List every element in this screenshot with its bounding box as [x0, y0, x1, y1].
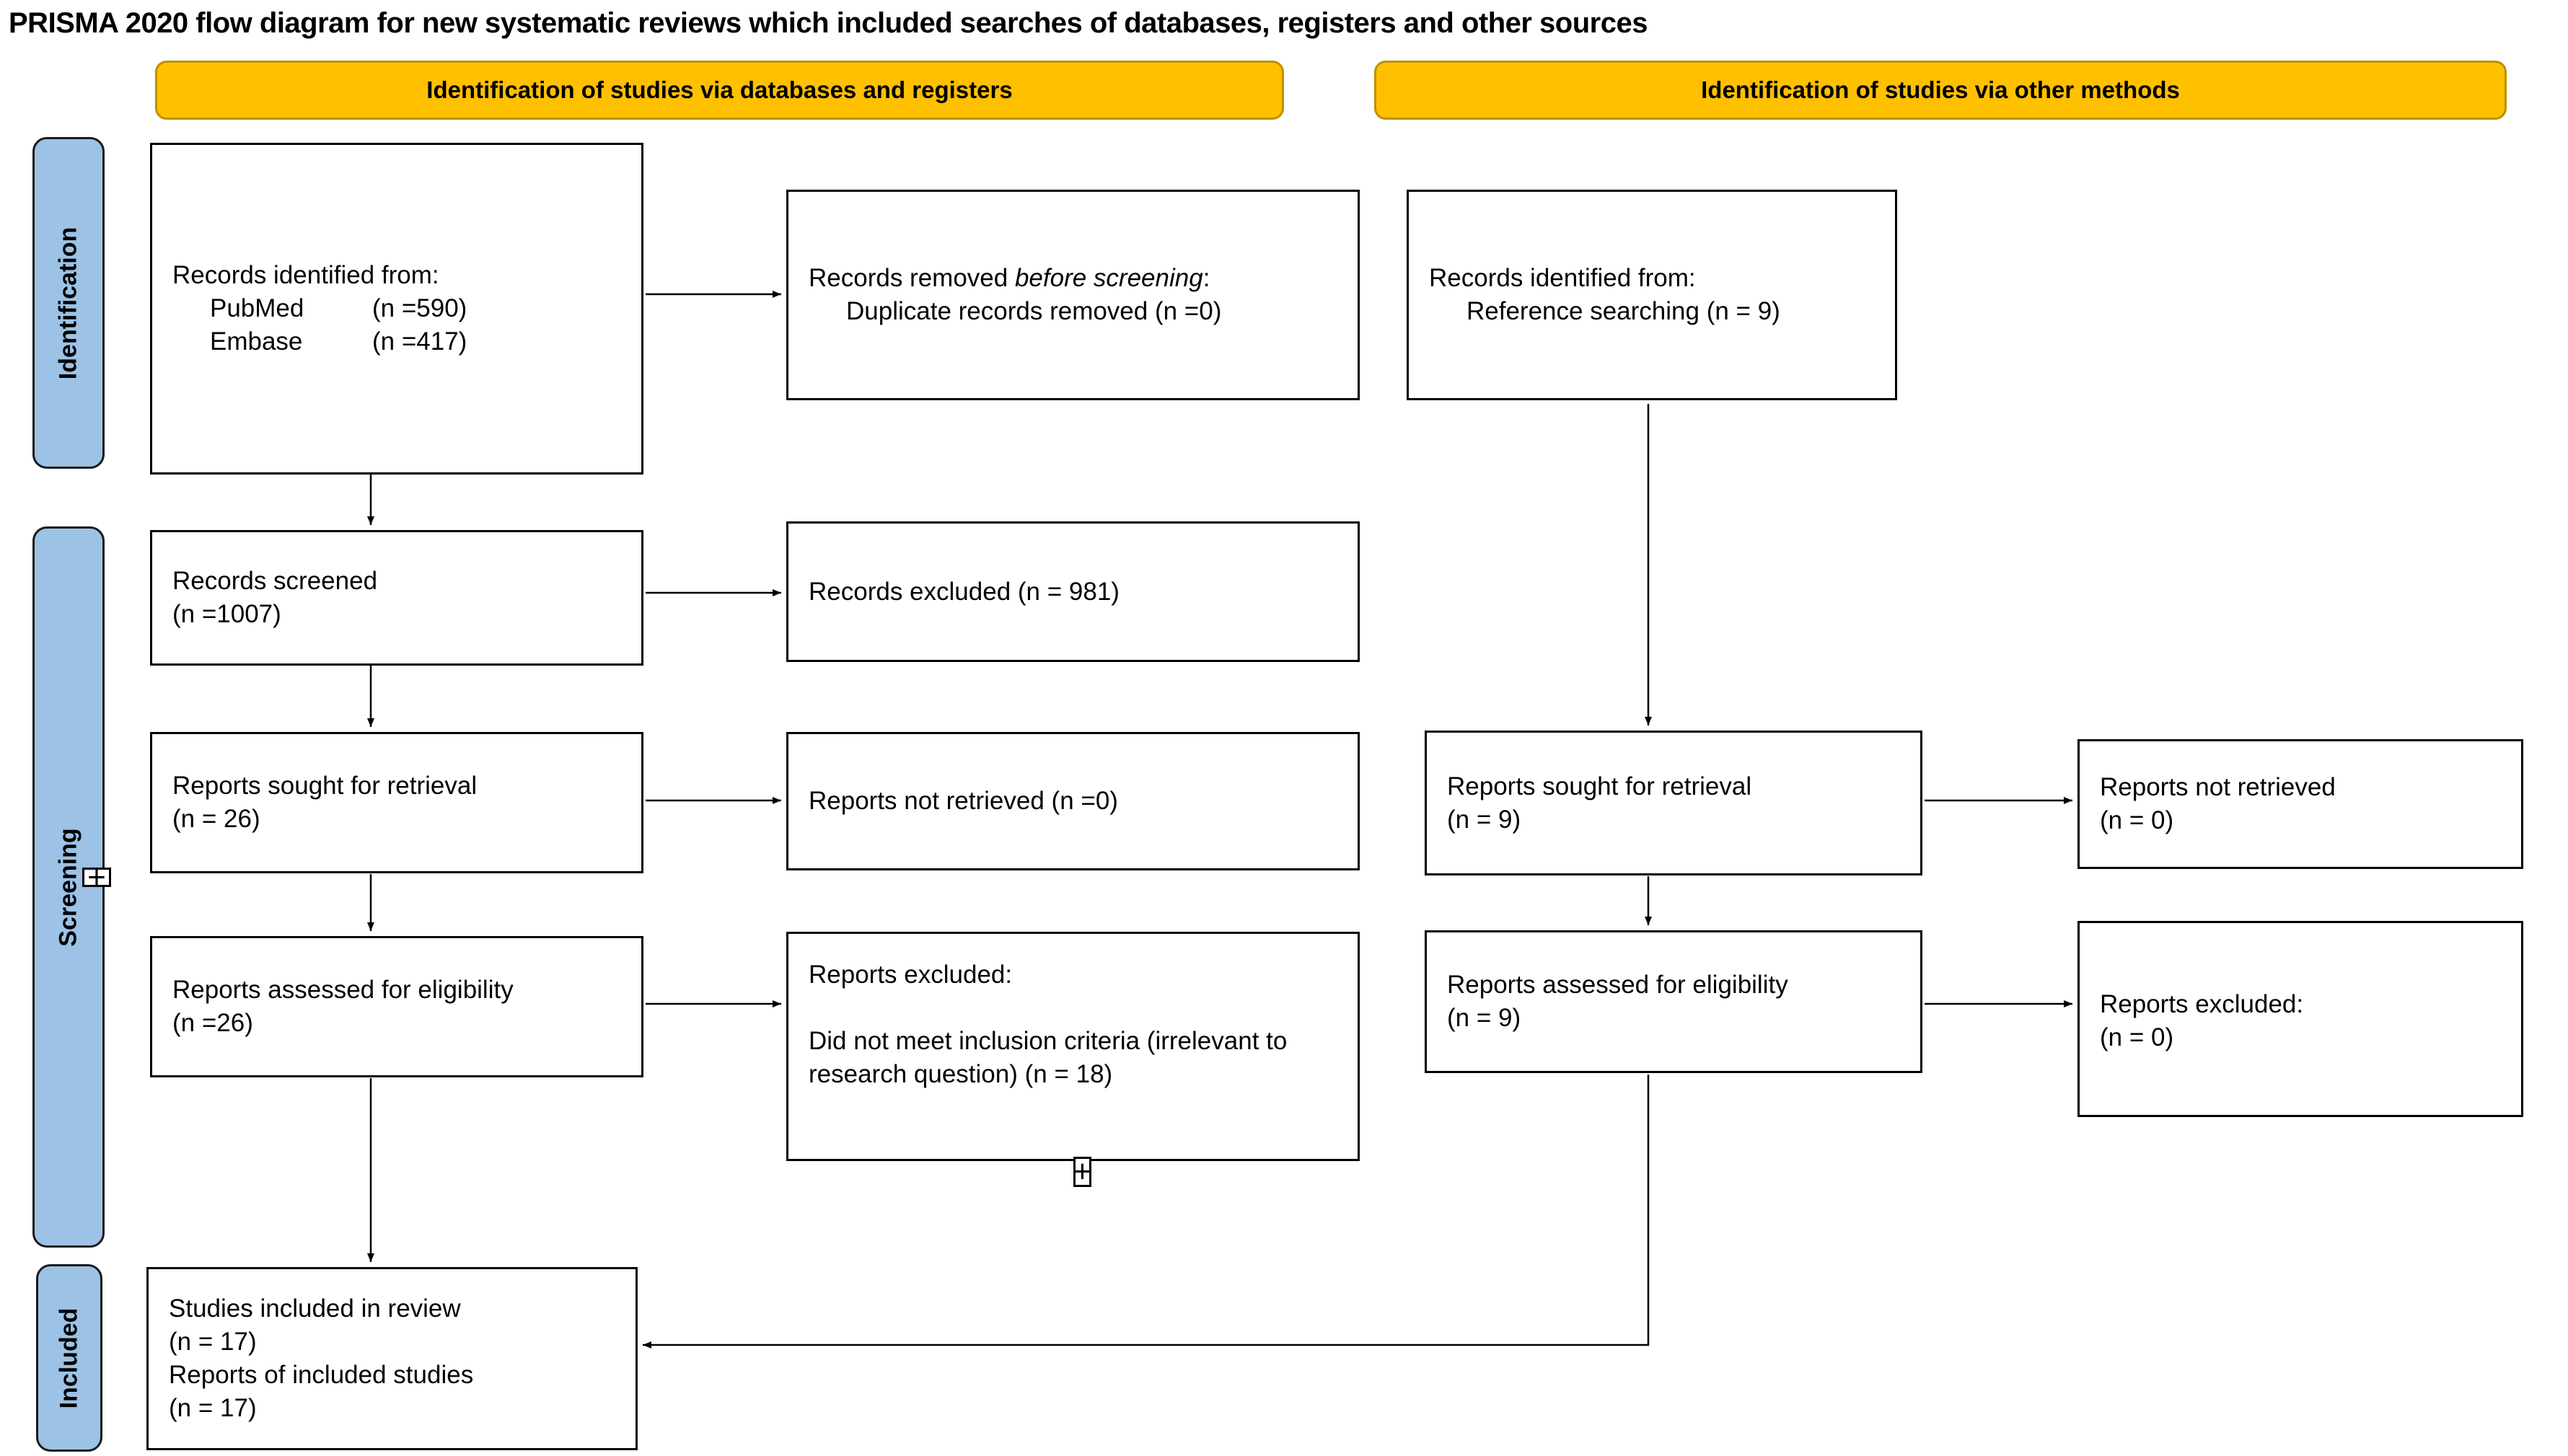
- box-line: Records excluded (n = 981): [809, 577, 1120, 606]
- banner-other-methods: Identification of studies via other meth…: [1374, 61, 2507, 120]
- box-reports-excluded-databases: Reports excluded: Did not meet inclusion…: [786, 932, 1360, 1161]
- box-line: Reports of included studies: [169, 1361, 474, 1389]
- box-records-identified-other: Records identified from: Reference searc…: [1407, 190, 1897, 400]
- box-line: Embase (n =417): [172, 325, 628, 358]
- box-records-identified-databases: Records identified from: PubMed(n =590) …: [150, 143, 643, 475]
- stage-screening-text: Screening: [54, 827, 82, 947]
- diagram-title: PRISMA 2020 flow diagram for new systema…: [9, 7, 1648, 39]
- box-line: Reports assessed for eligibility: [172, 976, 514, 1004]
- box-line: Reports excluded:: [2100, 990, 2304, 1018]
- box-line: Studies included in review: [169, 1294, 461, 1323]
- box-line: Reports sought for retrieval: [1447, 772, 1752, 800]
- database-name: Embase: [210, 327, 303, 356]
- records-removed-pre: Records removed: [809, 264, 1015, 292]
- box-line: Reports not retrieved (n =0): [809, 787, 1118, 815]
- box-line: (n = 0): [2100, 806, 2174, 834]
- box-reports-assessed-databases: Reports assessed for eligibility (n =26): [150, 936, 643, 1077]
- box-reports-sought-other: Reports sought for retrieval (n = 9): [1425, 731, 1922, 875]
- box-line: Records removed before screening:: [809, 262, 1345, 295]
- box-reports-sought-databases: Reports sought for retrieval (n = 26): [150, 732, 643, 873]
- blank-line: [809, 992, 1349, 1025]
- stage-label-screening: Screening: [32, 526, 105, 1248]
- box-line: (n = 0): [2100, 1023, 2174, 1051]
- records-removed-italic: before screening: [1014, 264, 1203, 292]
- box-line: (n = 9): [1447, 805, 1521, 834]
- box-line: Reports not retrieved: [2100, 773, 2336, 801]
- box-reports-excluded-other: Reports excluded: (n = 0): [2077, 921, 2523, 1117]
- banner-databases-registers-label: Identification of studies via databases …: [426, 76, 1013, 103]
- box-reports-not-retrieved-databases: Reports not retrieved (n =0): [786, 732, 1360, 870]
- records-removed-post: :: [1202, 264, 1210, 292]
- expand-plus-icon[interactable]: +: [82, 861, 111, 893]
- box-line: Reports sought for retrieval: [172, 772, 478, 800]
- box-line: (n = 9): [1447, 1004, 1521, 1032]
- box-line: (n = 26): [172, 805, 260, 833]
- box-records-excluded: Records excluded (n = 981): [786, 521, 1360, 662]
- box-line: Reports assessed for eligibility: [1447, 971, 1788, 999]
- box-line: Records identified from:: [172, 261, 439, 289]
- banner-other-methods-label: Identification of studies via other meth…: [1701, 76, 2180, 103]
- box-line: Reports excluded:: [809, 961, 1013, 989]
- box-line: Reference searching (n = 9): [1467, 297, 1780, 325]
- box-line: (n = 17): [169, 1394, 257, 1422]
- box-line: Records identified from:: [1429, 264, 1696, 292]
- box-line: Did not meet inclusion criteria (irrelev…: [809, 1027, 1288, 1088]
- box-line: Duplicate records removed (n =0): [846, 297, 1222, 325]
- stage-included-text: Included: [55, 1307, 83, 1408]
- database-count: (n =590): [372, 294, 467, 322]
- box-reports-not-retrieved-other: Reports not retrieved (n = 0): [2077, 739, 2523, 869]
- database-name: PubMed: [210, 294, 304, 322]
- stage-label-identification: Identification: [32, 137, 105, 469]
- box-line: PubMed (n =590): [172, 292, 628, 325]
- expand-plus-icon[interactable]: +: [1073, 1154, 1092, 1189]
- banner-databases-registers: Identification of studies via databases …: [155, 61, 1284, 120]
- database-count: (n =417): [372, 327, 467, 356]
- box-records-removed: Records removed before screening: Duplic…: [786, 190, 1360, 400]
- box-line: (n = 17): [169, 1328, 257, 1356]
- box-line: (n =26): [172, 1009, 253, 1037]
- box-studies-included: Studies included in review (n = 17) Repo…: [146, 1267, 638, 1450]
- stage-label-included: Included: [36, 1264, 102, 1452]
- box-records-screened: Records screened (n =1007): [150, 530, 643, 666]
- stage-identification-text: Identification: [54, 226, 82, 379]
- box-line: Records screened: [172, 567, 378, 595]
- box-line: (n =1007): [172, 600, 281, 628]
- box-reports-assessed-other: Reports assessed for eligibility (n = 9): [1425, 930, 1922, 1073]
